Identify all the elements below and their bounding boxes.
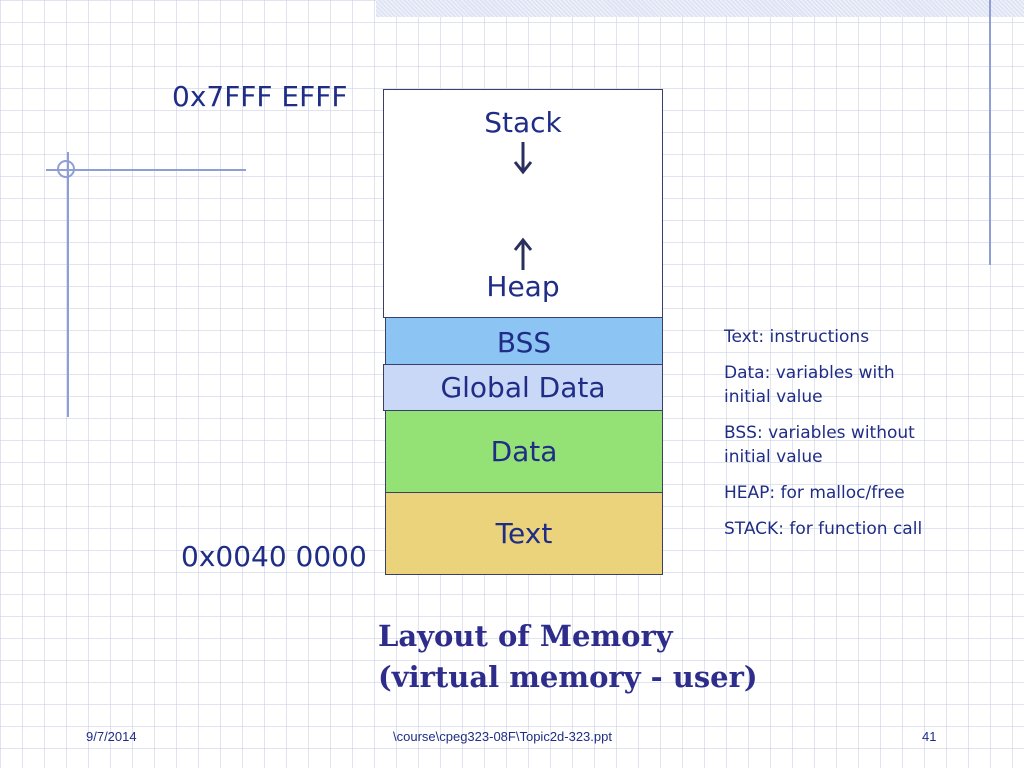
decorative-line [989, 0, 991, 265]
notes-list: Text: instructions Data: variables with … [724, 325, 924, 553]
data-label: Data [490, 435, 558, 468]
stack-heap-region: Stack Heap [383, 89, 663, 318]
arrow-up-icon [513, 237, 533, 270]
decorative-circle [57, 160, 75, 178]
bss-label: BSS [496, 325, 552, 359]
text-label: Text [495, 517, 553, 550]
text-segment: Text [385, 492, 663, 575]
decorative-line [67, 152, 69, 417]
decorative-line [46, 169, 246, 171]
top-address-label: 0x7FFF EFFF [172, 80, 348, 113]
note-text: Text: instructions [724, 327, 870, 347]
note-heap: HEAP: for malloc/free [724, 483, 905, 503]
caption-line-1: Layout of Memory [378, 619, 673, 653]
bss-segment: BSS [385, 317, 663, 367]
footer-page-number: 41 [922, 729, 937, 744]
footer-file-path: \course\cpeg323-08F\Topic2d-323.ppt [393, 729, 612, 744]
bottom-address-label: 0x0040 0000 [181, 540, 367, 573]
caption-line-2: (virtual memory - user) [378, 660, 758, 694]
footer-date: 9/7/2014 [86, 729, 137, 744]
heap-label: Heap [486, 270, 560, 303]
diagram-caption: Layout of Memory (virtual memory - user) [378, 616, 758, 698]
data-segment: Data [385, 410, 663, 493]
global-data-label: Global Data [440, 371, 606, 404]
note-stack: STACK: for function call [724, 519, 923, 539]
arrow-down-icon [513, 142, 533, 175]
decorative-band [376, 0, 1024, 17]
note-data: Data: variables with initial value [724, 363, 895, 407]
global-data-segment: Global Data [383, 364, 663, 411]
stack-label: Stack [484, 106, 562, 139]
note-bss: BSS: variables without initial value [724, 423, 915, 467]
